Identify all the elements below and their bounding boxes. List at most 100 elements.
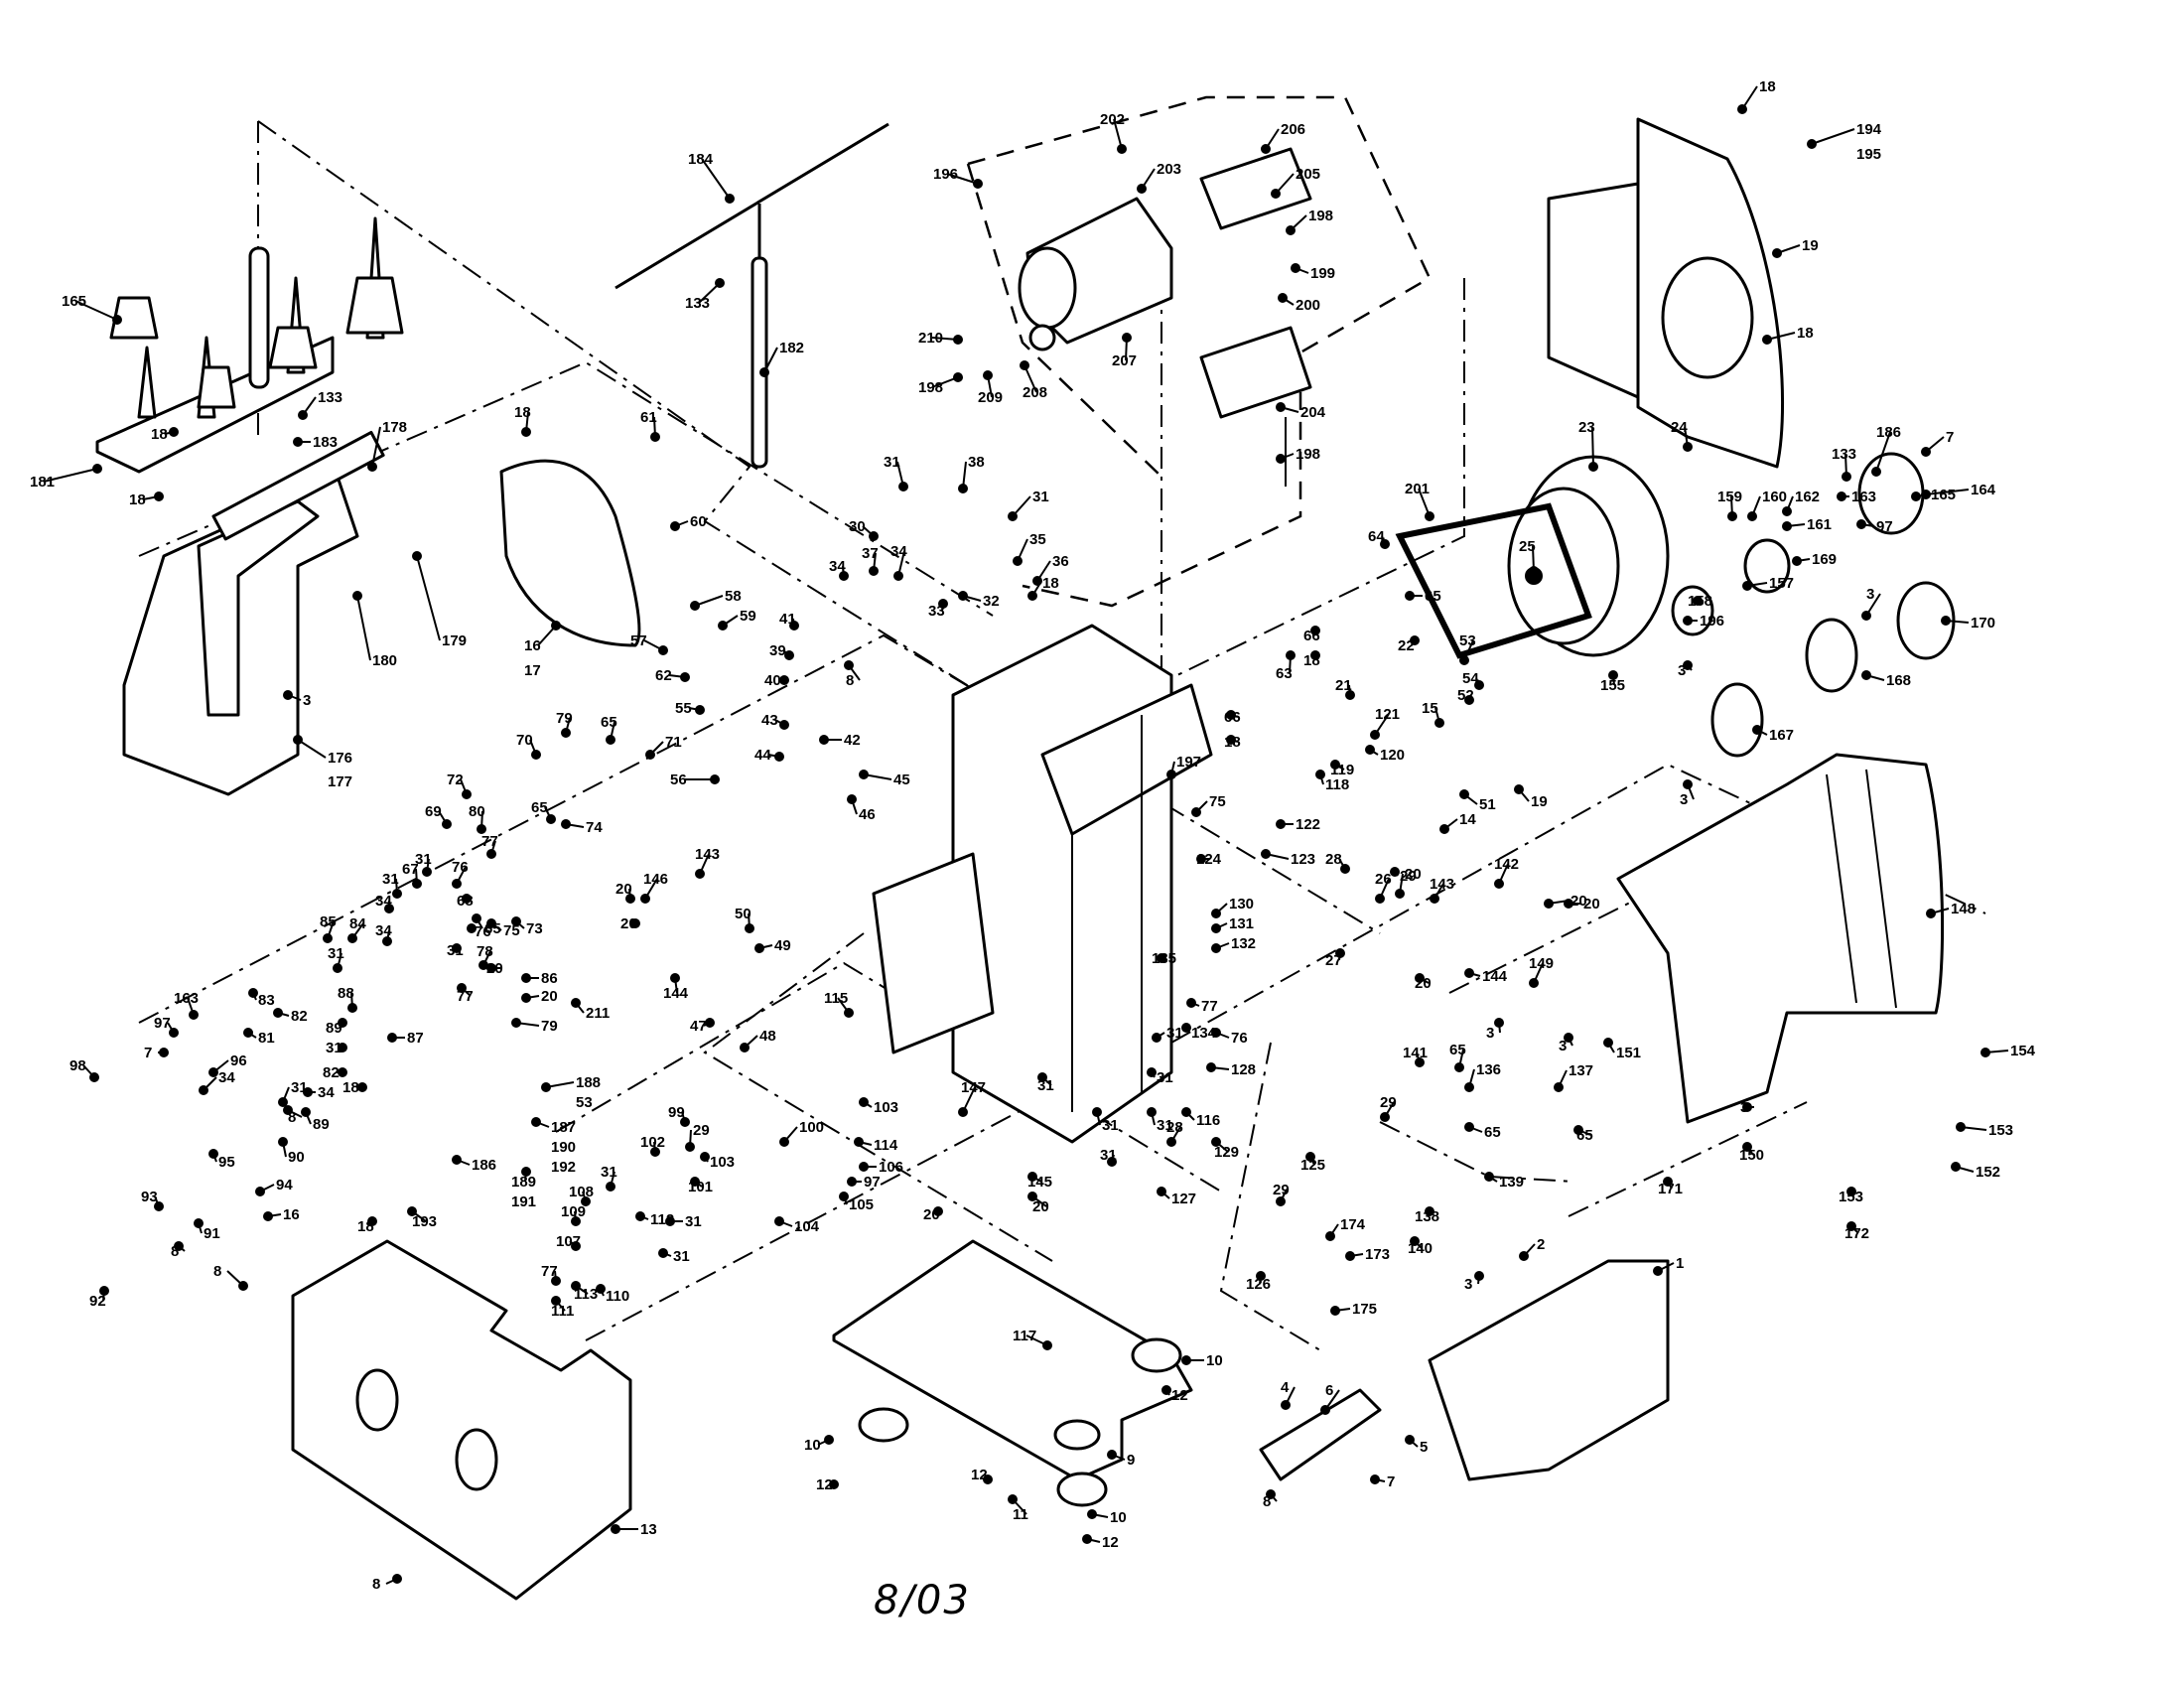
fastener-icon	[571, 1281, 581, 1291]
part-callout-143: 143	[695, 846, 720, 863]
part-callout-52: 52	[1457, 687, 1474, 704]
fastener-icon	[452, 1155, 462, 1165]
part-callout-20: 20	[923, 1206, 940, 1223]
fastener-icon	[1107, 1450, 1117, 1460]
fastener-icon	[333, 963, 342, 973]
fastener-icon	[99, 1286, 109, 1296]
part-callout-163: 163	[174, 990, 199, 1007]
part-callout-20: 20	[541, 988, 558, 1005]
part-callout-75: 75	[1209, 793, 1226, 810]
fastener-icon	[1837, 491, 1846, 501]
fastener-icon	[159, 1048, 169, 1057]
fastener-icon	[1737, 104, 1747, 114]
part-callout-192: 192	[551, 1159, 576, 1176]
date-code: 8/03	[874, 1578, 971, 1623]
base-plate	[832, 1239, 1193, 1507]
part-callout-127: 127	[1171, 1191, 1196, 1207]
fastener-icon	[452, 879, 462, 889]
fastener-icon	[1345, 690, 1355, 700]
part-callout-145: 145	[1027, 1174, 1052, 1191]
part-callout-84: 84	[349, 915, 366, 932]
fastener-icon	[938, 599, 948, 609]
fastener-icon	[779, 720, 789, 730]
fastener-icon	[665, 1216, 675, 1226]
part-callout-87: 87	[407, 1030, 424, 1047]
fastener-icon	[521, 993, 531, 1003]
part-callout-208: 208	[1023, 384, 1047, 401]
part-callout-144: 144	[1482, 968, 1508, 985]
part-callout-146: 146	[643, 871, 668, 888]
fastener-icon	[700, 1152, 710, 1162]
fastener-icon	[255, 1187, 265, 1196]
part-callout-169: 169	[1812, 551, 1837, 568]
fastener-icon	[1157, 953, 1166, 963]
fastener-icon	[1390, 867, 1400, 877]
fastener-icon	[1494, 1018, 1504, 1028]
part-callout-55: 55	[675, 700, 692, 717]
part-callout-201: 201	[1405, 481, 1430, 497]
part-callout-178: 178	[382, 419, 407, 436]
motor-assembly	[1018, 147, 1312, 487]
fastener-icon	[169, 1028, 179, 1038]
fastener-icon	[740, 1043, 750, 1052]
part-callout-18: 18	[1797, 325, 1814, 342]
part-callout-186: 186	[472, 1157, 496, 1174]
part-callout-16: 16	[283, 1206, 300, 1223]
part-callout-8: 8	[372, 1576, 380, 1593]
fastener-icon	[1042, 1340, 1052, 1350]
part-callout-200: 200	[1296, 297, 1320, 314]
fastener-icon	[1544, 899, 1554, 909]
fastener-icon	[1846, 1221, 1856, 1231]
part-callout-10: 10	[1110, 1509, 1127, 1526]
fastener-icon	[1871, 467, 1881, 477]
fastener-icon	[844, 660, 854, 670]
fastener-icon	[248, 988, 258, 998]
part-callout-187: 187	[551, 1119, 576, 1136]
part-callout-97: 97	[154, 1015, 171, 1032]
fastener-icon	[1211, 923, 1221, 933]
part-callout-177: 177	[328, 773, 352, 790]
part-callout-65: 65	[601, 714, 617, 731]
fastener-icon	[112, 315, 122, 325]
fastener-icon	[1281, 1400, 1291, 1410]
fastener-icon	[1921, 447, 1931, 457]
fastener-icon	[1782, 521, 1792, 531]
part-callout-8: 8	[288, 1109, 296, 1126]
fastener-icon	[338, 1043, 347, 1052]
part-callout-5: 5	[1420, 1439, 1428, 1456]
fastener-icon	[1107, 1157, 1117, 1167]
fastener-icon	[347, 1003, 357, 1013]
part-callout-106: 106	[879, 1159, 903, 1176]
fastener-icon	[1226, 735, 1236, 745]
fastener-icon	[1529, 566, 1539, 576]
part-callout-31: 31	[1102, 1117, 1119, 1134]
part-callout-54: 54	[1462, 670, 1479, 687]
front-right-cover	[1616, 753, 1945, 1124]
part-callout-202: 202	[1100, 111, 1125, 128]
leader-line	[416, 555, 441, 641]
fastener-icon	[1459, 789, 1469, 799]
part-callout-59: 59	[740, 608, 756, 625]
fastener-icon	[551, 1296, 561, 1306]
part-callout-150: 150	[1739, 1147, 1764, 1164]
fastener-icon	[357, 1082, 367, 1092]
part-callout-165: 165	[1931, 487, 1956, 503]
part-callout-62: 62	[655, 667, 672, 684]
part-callout-79: 79	[541, 1018, 558, 1035]
part-callout-31: 31	[1100, 1147, 1117, 1164]
part-callout-31: 31	[1157, 1117, 1173, 1134]
part-callout-165: 165	[62, 293, 86, 310]
fastener-icon	[685, 1142, 695, 1152]
part-callout-141: 141	[1403, 1045, 1428, 1061]
part-callout-137: 137	[1569, 1062, 1593, 1079]
fastener-icon	[412, 879, 422, 889]
part-callout-88: 88	[338, 985, 354, 1002]
fastener-icon	[1608, 670, 1618, 680]
leader-line	[701, 158, 731, 200]
part-callout-198: 198	[1308, 208, 1333, 224]
fastener-icon	[784, 650, 794, 660]
part-callout-27: 27	[1325, 952, 1342, 969]
fastener-icon	[983, 370, 993, 380]
leader-line	[74, 300, 118, 321]
part-callout-123: 123	[1291, 851, 1315, 868]
